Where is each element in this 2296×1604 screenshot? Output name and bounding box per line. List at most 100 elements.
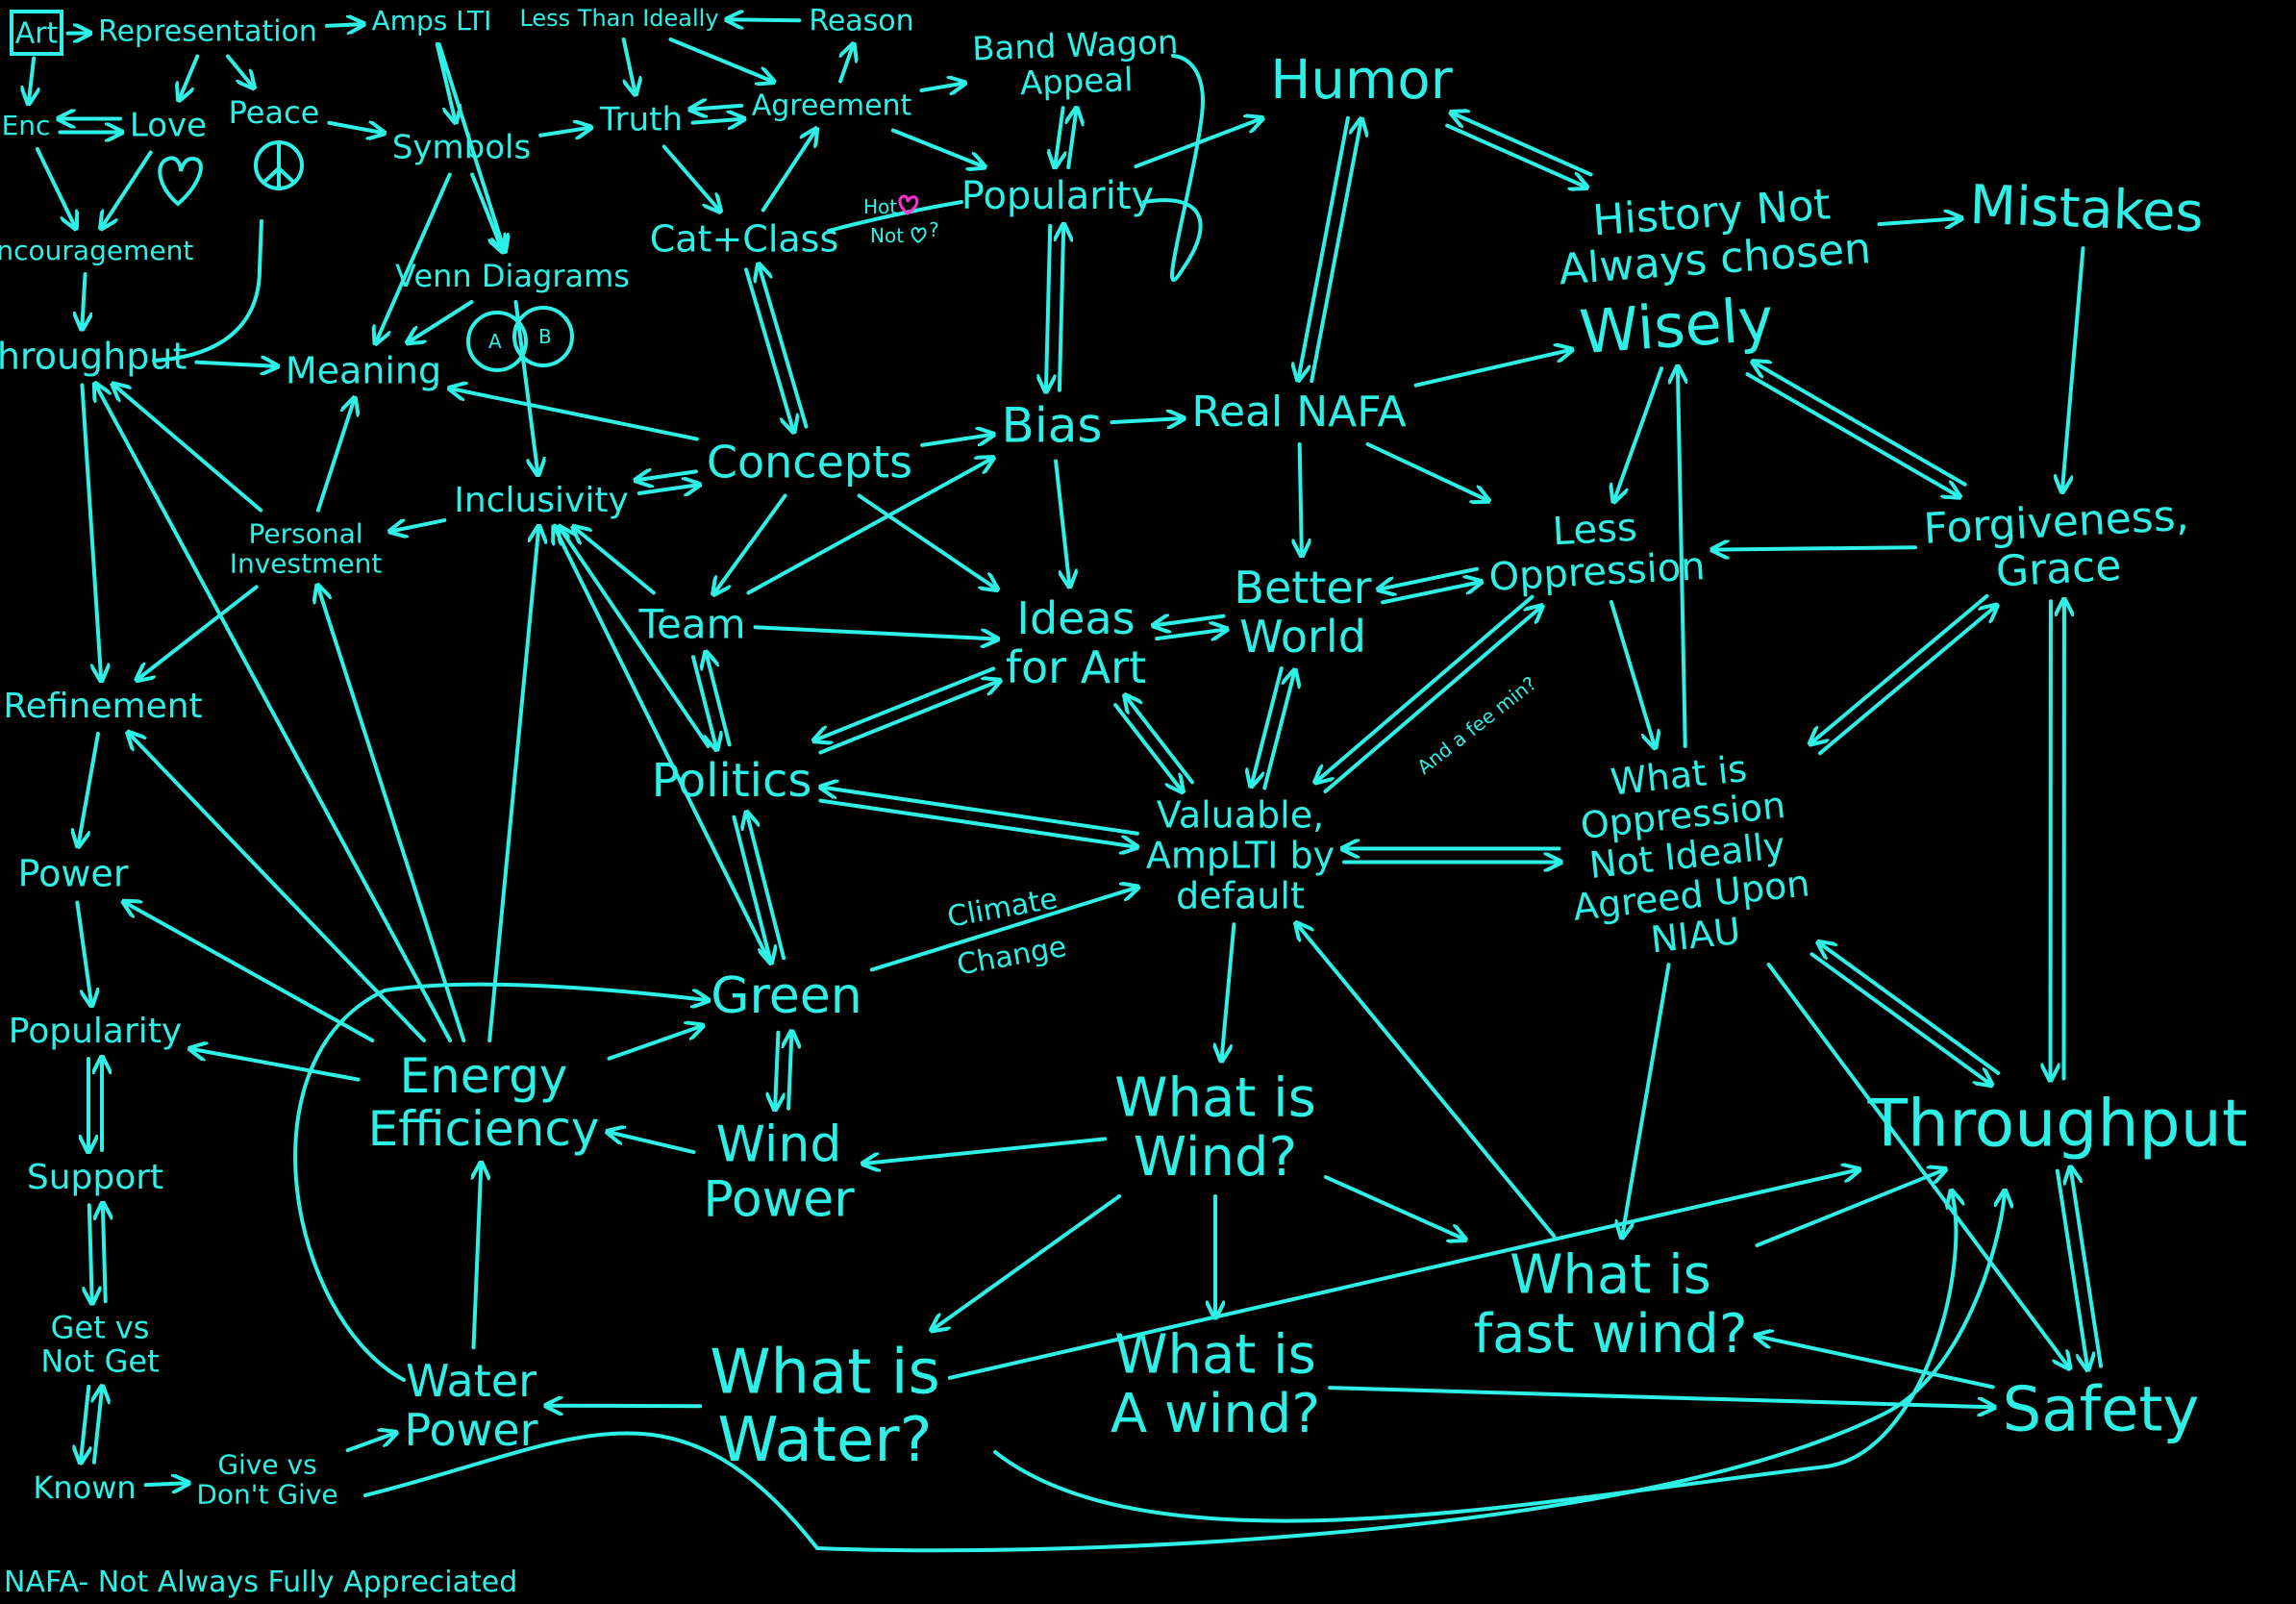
node-label-line: Appeal — [1019, 61, 1134, 103]
arrow-ideas-to-better — [1155, 630, 1225, 639]
question-mark: ? — [929, 218, 939, 241]
arrow-concepts-to-inclusivity — [636, 485, 698, 493]
node-reason: Reason — [809, 5, 913, 38]
arrow-ideas-to-valuable — [1113, 703, 1182, 790]
node-art: Art — [15, 17, 59, 51]
arrow-energy-to-throughput_l — [96, 386, 453, 1042]
node-label-line: Bias — [1002, 398, 1103, 454]
node-label-line: Amps LTI — [372, 5, 492, 37]
arrow-forgiveness-to-whatisopp — [1818, 607, 1995, 756]
arrow-whatisopp-to-throughput_r — [1820, 943, 2001, 1075]
arrow-lessopp-to-valuable — [1316, 594, 1535, 782]
curved-connectors — [152, 54, 2005, 1553]
node-label-line: for Art — [1006, 641, 1146, 693]
node-label-line: Representation — [98, 15, 317, 49]
node-label-line: Symbols — [392, 129, 531, 167]
arrow-energy-to-power — [125, 903, 375, 1042]
arrow-politics-to-inclusivity — [560, 528, 711, 748]
arrow-realnafa-to-wisely — [1413, 350, 1571, 388]
arrow-lti-to-truth — [621, 38, 636, 93]
arrow-givevs-to-waterpower — [345, 1433, 395, 1453]
arrow-throughput_r-to-safety — [2071, 1169, 2104, 1368]
arrow-fastwind-to-throughput_r — [1755, 1170, 1944, 1248]
node-truth: Truth — [599, 101, 683, 139]
node-label-line: Less Than Ideally — [519, 5, 718, 32]
node-green: Green — [711, 967, 861, 1025]
node-label-line: Cat+Class — [650, 218, 839, 261]
hot-or-not-label: Hot Not ? — [827, 194, 963, 247]
arrow-refinement-to-power — [79, 732, 100, 845]
arrow-mistakes-to-forgiveness — [2062, 246, 2085, 490]
arrow-venn-to-inclusivity — [513, 300, 537, 473]
arrow-ideas-to-politics — [818, 681, 998, 755]
arrow-support-to-getvs — [103, 1205, 106, 1304]
node-label-line: Venn Diagrams — [395, 258, 630, 294]
arrow-politics-to-valuable — [818, 798, 1135, 847]
node-label-line: Grace — [1995, 541, 2123, 597]
arrow-energy-to-popularity_l — [191, 1049, 361, 1082]
arrow-team-to-bias — [746, 459, 991, 595]
node-label-line: Not Get — [40, 1343, 159, 1380]
arrow-power-to-popularity_l — [75, 900, 91, 1005]
node-representation: Representation — [98, 15, 317, 49]
nodes-layer: Art Representation Amps LTI Less Than Ideal… — [0, 5, 2247, 1511]
arrow-representation-to-love — [180, 54, 200, 99]
arrow-inclusivity-to-personal — [391, 518, 447, 531]
arrow-agreement-to-reason — [838, 46, 853, 84]
climate-label: Climate — [945, 882, 1061, 935]
node-label-line: Wind? — [1134, 1126, 1297, 1189]
arrow-energy-to-inclusivity — [487, 528, 538, 1042]
node-label-line: default — [1176, 874, 1305, 916]
node-inclusivity: Inclusivity — [454, 481, 629, 520]
node-label-line: Real NAFA — [1191, 388, 1406, 437]
arrow-wisely-to-forgiveness — [1754, 363, 1967, 487]
node-label-line: Power — [404, 1404, 537, 1456]
node-meaning: Meaning — [286, 350, 441, 392]
arrow-encouragement-to-throughput_l — [82, 272, 85, 328]
node-popularity-l: Popularity — [9, 1012, 182, 1051]
node-popularity-t: Popularity — [961, 174, 1154, 218]
arrow-amps-to-venn — [437, 42, 505, 250]
node-label-line: Less — [1552, 506, 1638, 555]
arrow-fastwind-to-valuable — [1297, 924, 1557, 1239]
arrow-representation-to-amps — [324, 24, 362, 26]
arrow-better-to-lessopp — [1380, 566, 1480, 589]
arrow-amps-to-symbols — [435, 42, 456, 121]
arrow-personal-to-throughput_l — [114, 386, 263, 513]
node-label-line: Known — [33, 1469, 136, 1506]
node-encouragement: Encouragement — [0, 235, 193, 266]
arrow-truth-to-agreement — [692, 106, 744, 110]
node-refinement: Refinement — [3, 687, 202, 726]
arrow-popularity_t-to-bias — [1046, 223, 1050, 389]
node-label-line: Power — [703, 1171, 855, 1229]
node-label-line: Water — [406, 1355, 537, 1407]
node-label-line: Love — [130, 107, 207, 145]
node-catclass: Cat+Class — [650, 218, 839, 261]
arrow-love-to-encouragement — [102, 150, 153, 228]
edges-layer — [29, 19, 2104, 1485]
arrow-truth-to-agreement — [690, 119, 743, 123]
arrow-realnafa-to-humor — [1298, 115, 1350, 379]
not-label: Not — [870, 224, 904, 247]
arrow-safety-to-fastwind — [1758, 1337, 1995, 1390]
arrow-popularity_t-to-bias — [1060, 226, 1063, 392]
node-label-line: Throughput — [0, 336, 187, 378]
node-label-line: What is — [1114, 1323, 1316, 1386]
arrow-whatisopp-to-wisely — [1678, 368, 1685, 748]
arrow-truth-to-catclass — [661, 144, 719, 211]
arrow-personal-to-refinement — [138, 585, 259, 679]
arrow-bias-to-ideas — [1054, 459, 1069, 586]
node-support: Support — [27, 1158, 163, 1197]
node-lti: Less Than Ideally — [519, 5, 718, 32]
arrow-representation-to-peace — [225, 54, 253, 88]
arrow-ideas-to-better — [1155, 616, 1226, 626]
arrow-art-to-enc — [29, 56, 34, 103]
node-known: Known — [33, 1469, 136, 1506]
arrow-team-to-politics — [690, 655, 716, 748]
node-label-line: Throughput — [1867, 1087, 2248, 1163]
